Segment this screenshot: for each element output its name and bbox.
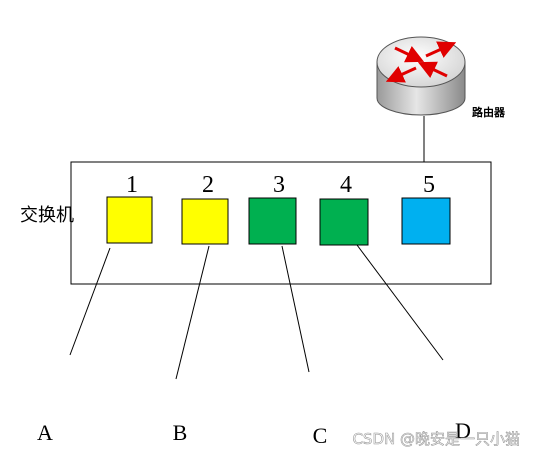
port-1-square [106, 196, 153, 244]
computer-b-label: B [173, 420, 188, 445]
computer-d-label: D [455, 418, 471, 443]
router-label: 路由器 [472, 105, 506, 119]
port-2-label: 2 [202, 172, 214, 198]
cable-port3-c [281, 245, 310, 373]
switch-label: 交换机 [20, 205, 74, 225]
switch-port-4: 4 [319, 172, 369, 246]
cable-port4-d [356, 244, 444, 361]
port-4-square [319, 198, 369, 246]
port-4-label: 4 [340, 172, 352, 198]
computer-c: C [271, 346, 328, 448]
switch-port-3: 3 [248, 172, 297, 245]
computer-a-label: A [37, 420, 53, 445]
port-3-square [248, 197, 297, 245]
port-5-label: 5 [423, 172, 435, 198]
cable-port2-b [175, 245, 210, 380]
switch-port-2: 2 [181, 172, 229, 245]
switch-port-5: 5 [401, 172, 451, 245]
watermark: CSDN @晚安是一只小猫 [352, 430, 520, 448]
computer-d: D [412, 337, 471, 443]
port-2-square [181, 198, 229, 245]
port-3-label: 3 [273, 172, 285, 198]
switch-port-1: 1 [106, 172, 153, 244]
computer-b: B [131, 341, 188, 445]
computer-c-label: C [313, 423, 328, 448]
router-icon [376, 36, 466, 116]
cable-port1-a [69, 247, 111, 356]
computer-a: A [9, 339, 53, 445]
port-5-square [401, 197, 451, 245]
port-1-label: 1 [126, 172, 138, 198]
